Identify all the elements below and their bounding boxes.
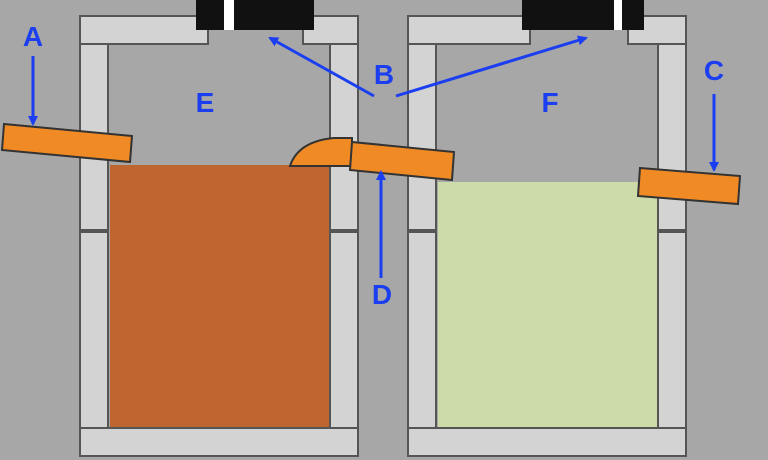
second-chamber-left-wall-upper: [407, 43, 437, 231]
first-chamber-access-lid-left: [196, 0, 224, 30]
label-b: B: [374, 59, 394, 90]
second-chamber-bottom-slab: [407, 427, 687, 457]
first-chamber-left-wall-lower: [79, 231, 109, 429]
label-a: A: [23, 21, 43, 52]
labels: A B C D E F: [23, 21, 724, 310]
label-d: D: [372, 279, 392, 310]
second-chamber: [407, 0, 687, 457]
first-chamber-sludge: [110, 165, 332, 427]
second-chamber-clear-water: [438, 182, 660, 428]
arrow-b-right: [395, 35, 588, 98]
first-chamber-access-lid-right: [234, 0, 314, 30]
label-f: F: [541, 87, 558, 118]
inlet-pipe: [0, 122, 134, 164]
arrow-b-left: [268, 36, 375, 98]
outlet-pipe: [636, 166, 742, 206]
second-chamber-left-wall-lower: [407, 231, 437, 429]
label-c: C: [704, 55, 724, 86]
second-chamber-access-lid-left: [522, 0, 614, 30]
label-e: E: [196, 87, 215, 118]
transfer-pipe-elbow: [288, 137, 353, 167]
second-chamber-access-lid-right: [622, 0, 644, 30]
first-chamber-top-slab-left: [79, 15, 209, 45]
arrows: [28, 35, 719, 278]
second-chamber-right-wall-upper: [657, 43, 687, 231]
first-chamber-right-wall-lower: [329, 231, 359, 429]
second-chamber-lid-gap: [614, 0, 622, 30]
first-chamber: [79, 0, 359, 457]
pipes: [0, 122, 742, 206]
second-chamber-right-wall-lower: [657, 231, 687, 429]
first-chamber-lid-gap: [224, 0, 234, 30]
first-chamber-bottom-slab: [79, 427, 359, 457]
second-chamber-top-slab-left: [407, 15, 531, 45]
